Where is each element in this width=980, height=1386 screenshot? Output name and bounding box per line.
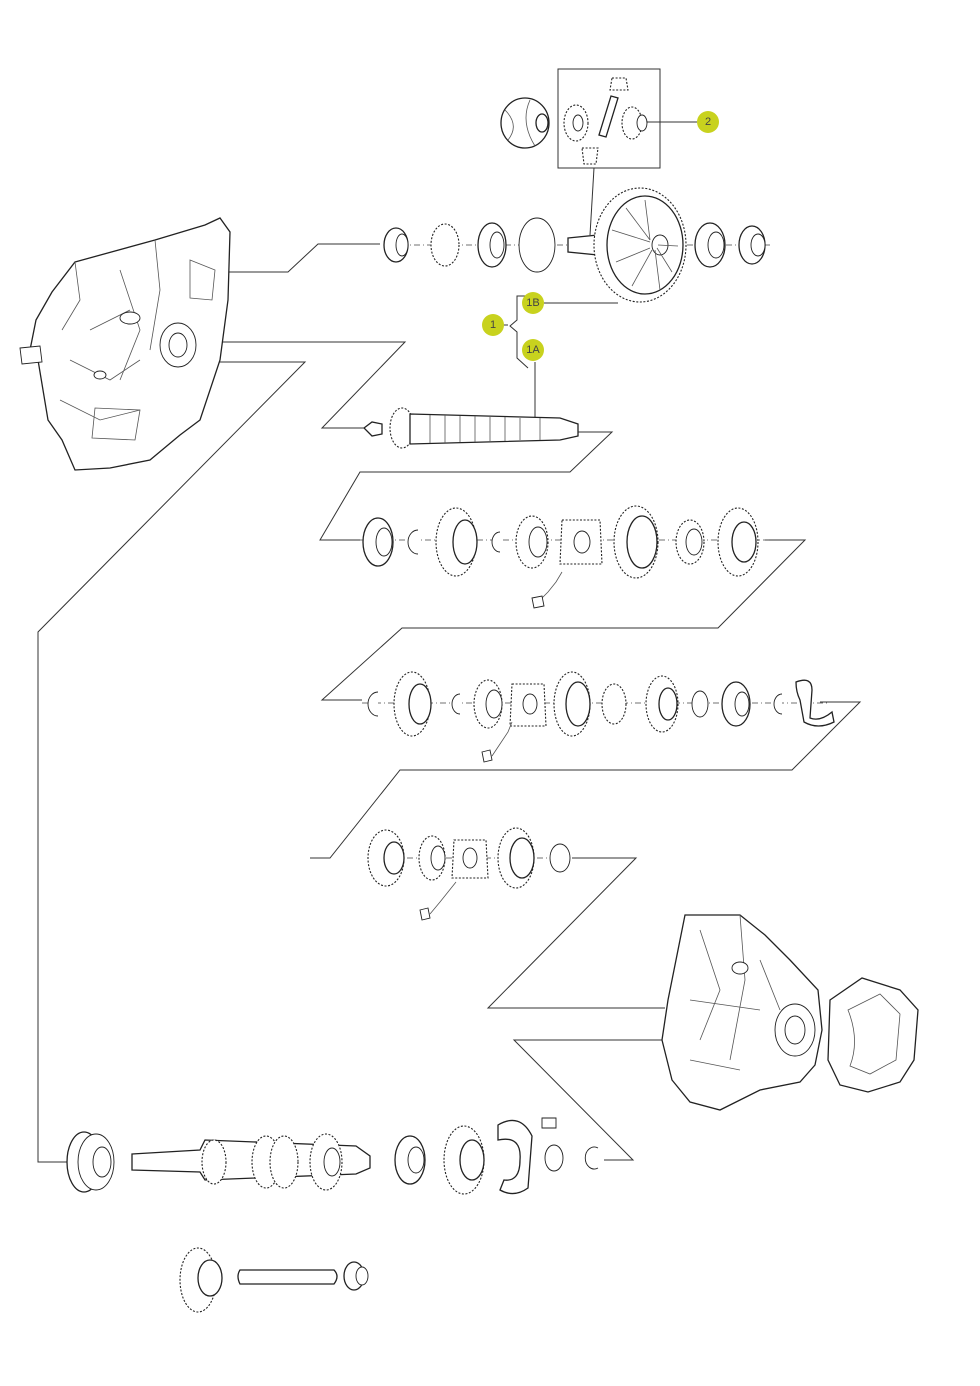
secondary-shaft — [66, 1117, 599, 1195]
callout-2[interactable]: 2 — [697, 111, 719, 133]
gear-row-5 — [362, 671, 835, 763]
callout-1a[interactable]: 1A — [522, 339, 544, 361]
callout-1a-label: 1A — [526, 344, 540, 356]
primary-shaft — [363, 407, 579, 449]
callout-1b-label: 1B — [526, 297, 539, 309]
callout-1-label: 1 — [490, 319, 496, 331]
callout-1b[interactable]: 1B — [522, 292, 544, 314]
differential-assembly — [500, 68, 661, 169]
callout-2-label: 2 — [705, 116, 711, 128]
leader-lines — [37, 121, 862, 1163]
gear-row-4 — [360, 505, 770, 609]
gear-row-6 — [367, 827, 572, 921]
reverse-idler — [179, 1247, 369, 1313]
clutch-housing-left — [19, 217, 231, 471]
callout-1[interactable]: 1 — [482, 314, 504, 336]
differential-shaft-row — [383, 187, 770, 303]
gearbox-housing-right — [661, 914, 919, 1111]
